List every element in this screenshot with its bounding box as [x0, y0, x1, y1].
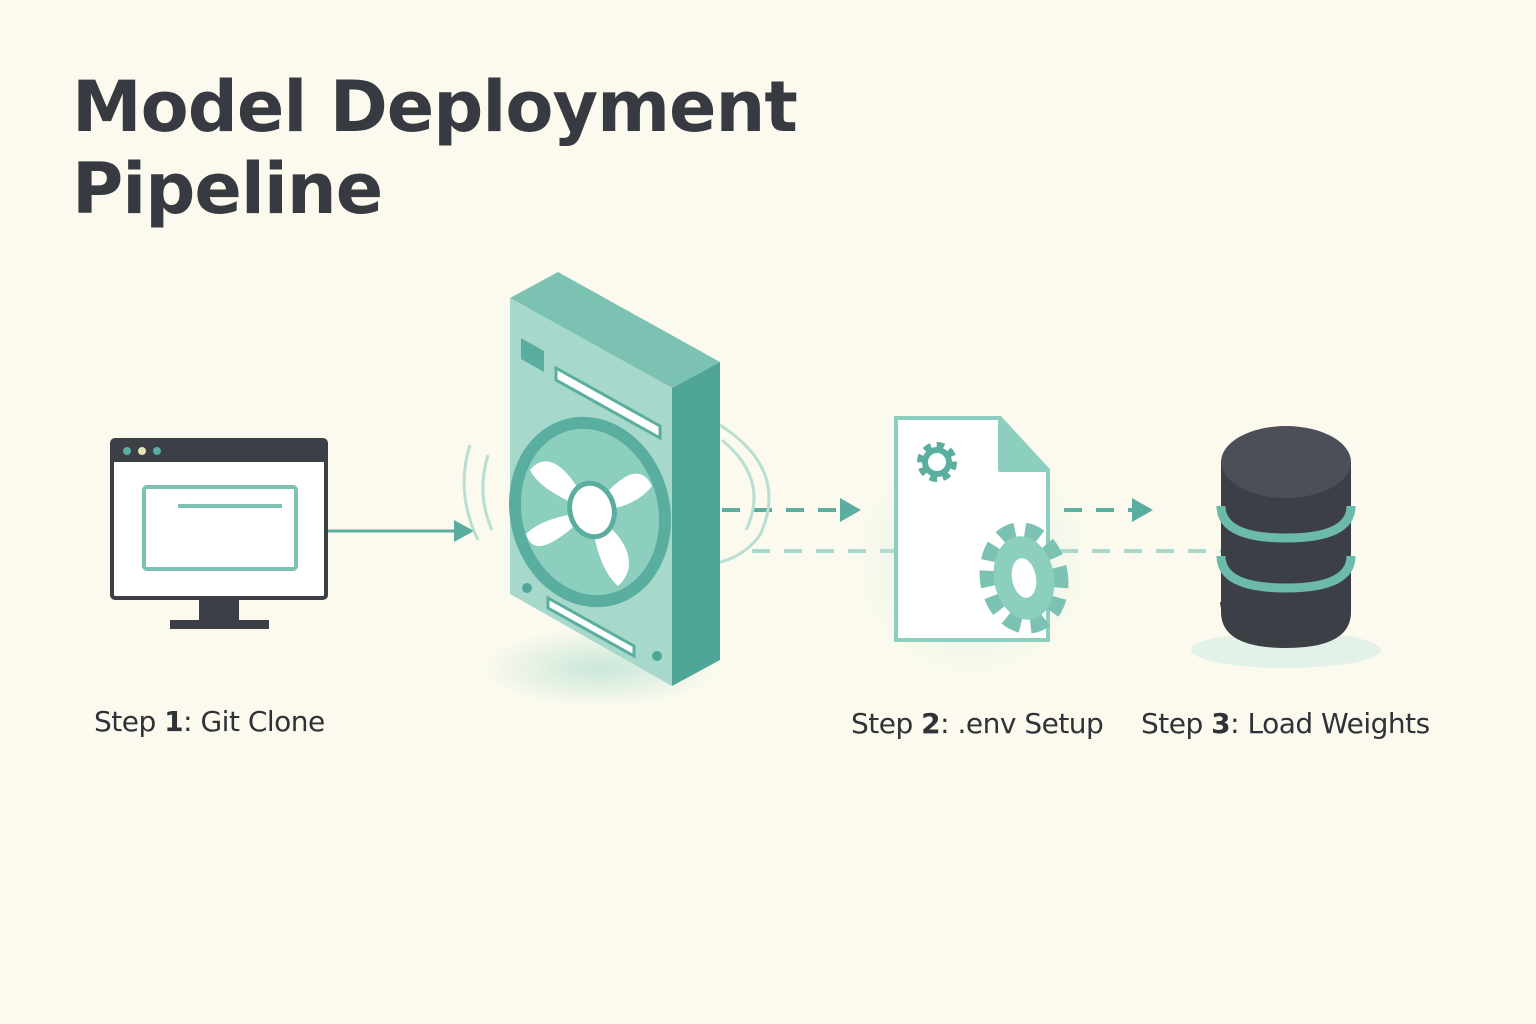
- step-1-text: : Git Clone: [183, 705, 325, 738]
- step-2-prefix: Step: [851, 707, 922, 740]
- step-3-number: 3: [1211, 707, 1231, 740]
- title-line-1: Model Deployment: [72, 66, 798, 148]
- step-1-label: Step 1: Git Clone: [94, 704, 325, 740]
- title-line-2: Pipeline: [72, 148, 383, 230]
- step-3-text: : Load Weights: [1230, 707, 1430, 740]
- database-icon: [1191, 426, 1381, 668]
- step-2-label: Step 2: .env Setup: [851, 706, 1104, 742]
- arrowhead-icon: [1132, 498, 1153, 522]
- step-3-label: Step 3: Load Weights: [1141, 706, 1430, 742]
- arrowhead-icon: [454, 520, 474, 542]
- config-file-icon: [852, 416, 1092, 680]
- step-3-prefix: Step: [1141, 707, 1212, 740]
- diagram-title: Model Deployment Pipeline: [72, 66, 798, 230]
- gear-icon: [917, 442, 957, 482]
- step-1-prefix: Step: [94, 705, 165, 738]
- server-fan-icon: [462, 272, 771, 708]
- step-1-number: 1: [164, 705, 184, 738]
- step-2-text: : .env Setup: [940, 707, 1104, 740]
- connector-monitor-to-server: [328, 520, 474, 542]
- step-2-number: 2: [921, 707, 941, 740]
- gear-icon: [979, 522, 1069, 634]
- connector-server-to-file: [722, 498, 895, 553]
- arrowhead-icon: [840, 498, 861, 522]
- monitor-icon: [110, 438, 328, 629]
